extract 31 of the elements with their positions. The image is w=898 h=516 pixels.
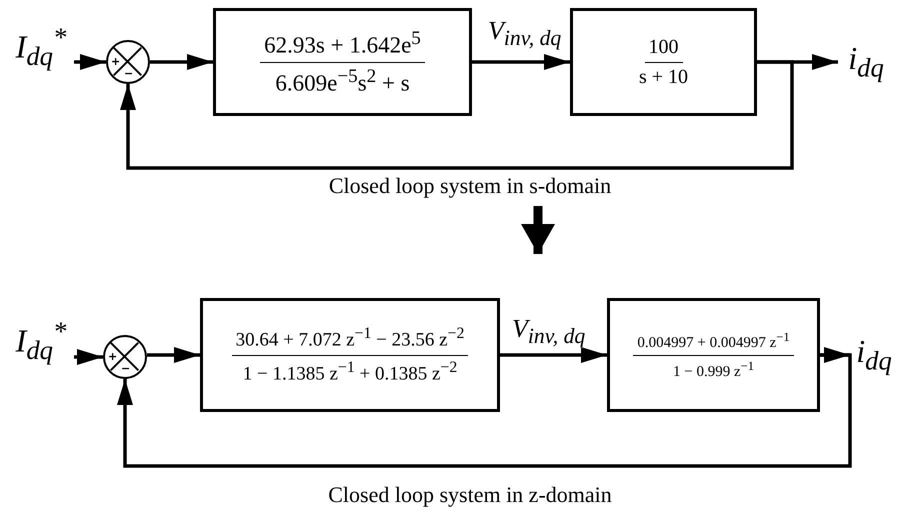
plus-sign: + — [111, 56, 120, 67]
arrow — [150, 54, 213, 70]
numerator: 100 — [644, 36, 682, 62]
arrow — [74, 349, 103, 365]
arrow — [147, 347, 200, 363]
arrow — [500, 347, 607, 363]
summing-junction — [106, 40, 150, 84]
numerator: 30.64 + 7.072 z$^{−1}$ − 23.56 z$^{−2}$ — [232, 325, 468, 356]
denominator: s + 10 — [638, 64, 690, 88]
transfer-function-block — [607, 298, 820, 412]
signal-label: i$_{dq}$ — [856, 335, 892, 375]
transfer-function-block — [570, 8, 757, 116]
domain-label: Closed loop system in s-domain — [328, 173, 612, 199]
denominator: 6.609e$^{−5}$s$^{2}$ + s — [274, 64, 411, 96]
arrow — [472, 54, 570, 70]
minus-sign: − — [121, 363, 130, 374]
summing-junction — [103, 335, 147, 379]
numerator: 62.93s + 1.642e$^{5}$ — [260, 28, 425, 62]
caption: Closed loop system in z-domain — [327, 482, 613, 509]
transform-arrow — [523, 206, 553, 254]
denominator: 1 − 0.999 z$^{−1}$ — [672, 358, 755, 380]
denominator: 1 − 1.1385 z$^{−1}$ + 0.1385 z$^{−2}$ — [242, 358, 458, 385]
numerator: 0.004997 + 0.004997 z$^{−1}$ — [633, 330, 794, 356]
plus-sign: + — [108, 351, 118, 362]
transfer-function-block — [213, 8, 472, 116]
minus-sign: − — [124, 68, 134, 79]
feedback-arrow — [120, 60, 794, 170]
feedback-arrow — [117, 353, 852, 468]
transfer-function-block — [200, 298, 500, 412]
signal-label: i$_{dq}$ — [848, 42, 884, 82]
arrow — [74, 54, 106, 70]
